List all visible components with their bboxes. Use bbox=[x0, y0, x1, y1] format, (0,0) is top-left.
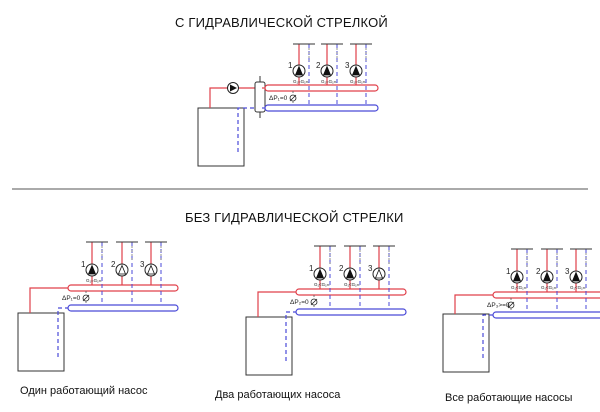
pump-2-triangle bbox=[345, 268, 355, 279]
pump-2-flow-label: G₁<G₁ₘ bbox=[541, 285, 557, 290]
pump-3-flow-label: G₁=G₁ₘ bbox=[350, 79, 366, 84]
pump-3-number: 3 bbox=[140, 260, 145, 269]
caption-scheme-2: Два работающих насоса bbox=[215, 389, 341, 401]
boiler-return-pipe bbox=[482, 314, 493, 358]
pump-3-triangle bbox=[374, 268, 384, 279]
pump-1-flow-label: G₁<G₁ₘ bbox=[511, 285, 527, 290]
pump-2-number: 2 bbox=[111, 260, 116, 269]
supply-header bbox=[264, 84, 379, 92]
dp-sensor-slash bbox=[507, 301, 515, 309]
pump-2-flow-label: G₁=G₁ₘ bbox=[321, 79, 337, 84]
boiler bbox=[245, 316, 293, 376]
boiler-supply-pipe bbox=[454, 294, 493, 314]
boiler bbox=[197, 107, 245, 167]
scheme-without-separator-3: ΔP₃>=0 1G₁<G₁ₘ 2G₁<G₁ₘ 3G₁<G₁ₘ bbox=[442, 248, 600, 373]
caption-scheme-1: Один работающий насос bbox=[20, 385, 148, 397]
pump-1-triangle bbox=[294, 65, 304, 76]
pump-1-triangle bbox=[315, 268, 325, 279]
pump-1-flow-label: G₁<G₁ₘ bbox=[314, 282, 330, 287]
pump-2-number: 2 bbox=[536, 267, 541, 276]
pump-1-flow-label: G₁=G₁ₘ bbox=[293, 79, 309, 84]
pump-2-triangle bbox=[322, 65, 332, 76]
supply-header bbox=[67, 284, 179, 292]
dp-sensor-slash bbox=[310, 298, 318, 306]
boiler bbox=[17, 312, 65, 372]
boiler-pump-triangle bbox=[230, 84, 237, 92]
boiler-return-pipe bbox=[57, 307, 68, 357]
boiler bbox=[442, 313, 490, 373]
dp-sensor-slash bbox=[289, 94, 297, 102]
boiler-return-pipe bbox=[285, 311, 296, 361]
pump-2-flow-label: G₁<G₁ₘ bbox=[344, 282, 360, 287]
pump-2-triangle bbox=[117, 264, 127, 275]
supply-header bbox=[295, 288, 407, 296]
supply-header bbox=[492, 291, 600, 299]
pump-1-triangle bbox=[87, 264, 97, 275]
caption-scheme-3: Все работающие насосы bbox=[445, 392, 573, 404]
pump-1-flow-label: G₁=G₁ₘ bbox=[86, 278, 102, 283]
pump-2-number: 2 bbox=[339, 264, 344, 273]
title-with-hydraulic-separator: С ГИДРАВЛИЧЕСКОЙ СТРЕЛКОЙ bbox=[175, 15, 388, 30]
scheme-without-separator-2: ΔP₂=0 1G₁<G₁ₘ 2G₁<G₁ₘ 3 bbox=[245, 245, 407, 376]
pump-1-number: 1 bbox=[309, 264, 314, 273]
pump-3-number: 3 bbox=[565, 267, 570, 276]
dp-label: ΔP₁=0 bbox=[269, 95, 288, 102]
pump-1-number: 1 bbox=[288, 61, 293, 70]
pump-2-number: 2 bbox=[316, 61, 321, 70]
boiler-return-pipe bbox=[237, 107, 262, 152]
pump-3-triangle bbox=[146, 264, 156, 275]
dp-label: ΔP₂=0 bbox=[290, 299, 309, 306]
return-header bbox=[264, 104, 379, 112]
pump-3-number: 3 bbox=[368, 264, 373, 273]
pump-1-triangle bbox=[512, 271, 522, 282]
pump-1-number: 1 bbox=[81, 260, 86, 269]
boiler-supply-pipe bbox=[209, 87, 262, 108]
pump-2-triangle bbox=[542, 271, 552, 282]
pump-3-flow-label: G₁<G₁ₘ bbox=[570, 285, 586, 290]
dp-label: ΔP₁=0 bbox=[62, 295, 81, 302]
pump-3-number: 3 bbox=[345, 61, 350, 70]
dp-sensor-slash bbox=[82, 294, 90, 302]
return-header bbox=[295, 308, 407, 316]
boiler-supply-pipe bbox=[257, 291, 296, 317]
pump-3-triangle bbox=[351, 65, 361, 76]
scheme-without-separator-1: ΔP₁=0 1G₁=G₁ₘ 2 3 bbox=[17, 241, 179, 372]
title-without-hydraulic-separator: БЕЗ ГИДРАВЛИЧЕСКОЙ СТРЕЛКИ bbox=[185, 210, 404, 225]
boiler-supply-pipe bbox=[29, 287, 68, 313]
pump-1-number: 1 bbox=[506, 267, 511, 276]
return-header bbox=[492, 311, 600, 319]
dp-label: ΔP₃>=0 bbox=[487, 302, 510, 309]
scheme-with-separator: ΔP₁=0 1G₁=G₁ₘ 2G₁=G₁ₘ 3G₁=G₁ₘ bbox=[197, 43, 379, 167]
pump-3-triangle bbox=[571, 271, 581, 282]
return-header bbox=[67, 304, 179, 312]
